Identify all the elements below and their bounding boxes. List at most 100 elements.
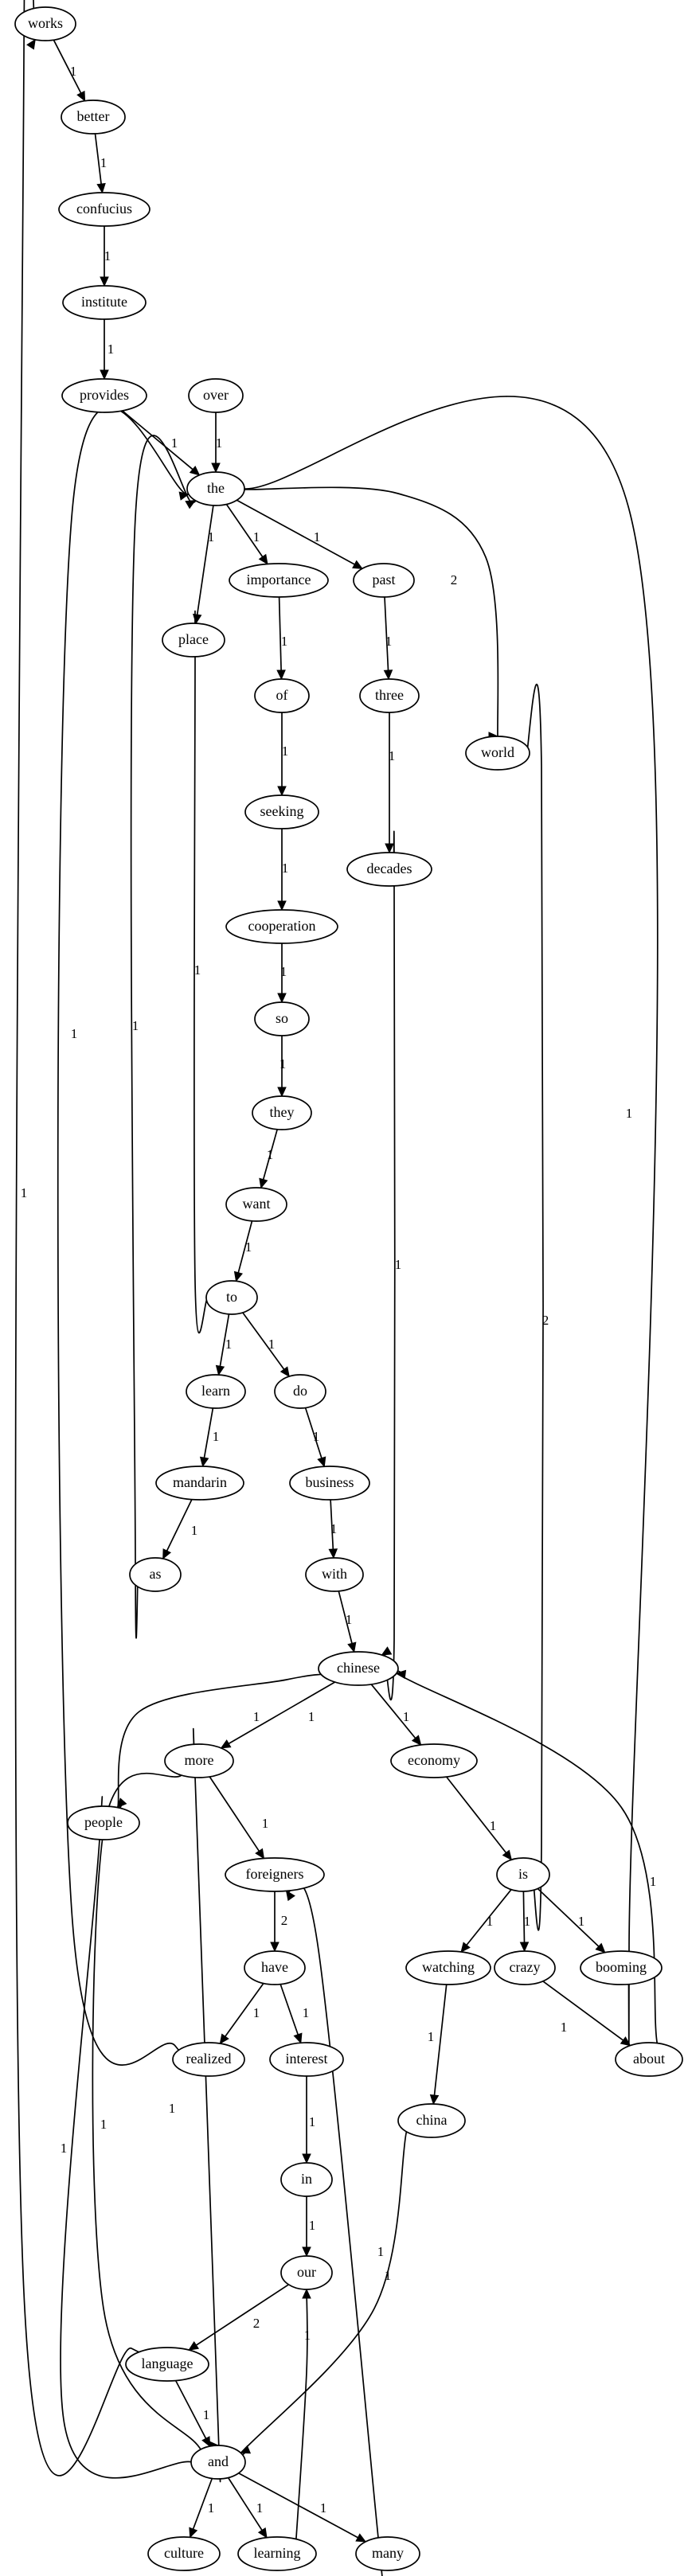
arrowhead-icon bbox=[211, 463, 221, 474]
arrowhead-icon bbox=[26, 38, 36, 50]
node-label: foreigners bbox=[246, 1866, 304, 1882]
edge-weight-label: 2 bbox=[253, 2316, 260, 2331]
node-ellipse bbox=[280, 2162, 333, 2197]
node-label: and bbox=[208, 2453, 229, 2469]
node-ellipse bbox=[305, 1557, 364, 1592]
edge-is-to-booming: 1 bbox=[537, 1887, 606, 1953]
edge-weight-label: 1 bbox=[171, 435, 178, 451]
node-ellipse bbox=[244, 1950, 306, 1985]
node-label: our bbox=[297, 2264, 316, 2280]
edge-works-to-better: 1 bbox=[53, 39, 86, 102]
node-label: works bbox=[28, 15, 63, 31]
node-learn: learn bbox=[186, 1374, 246, 1409]
arrowhead-icon bbox=[233, 1270, 243, 1282]
node-ellipse bbox=[280, 2255, 333, 2290]
node-ellipse bbox=[172, 2042, 245, 2077]
edge-line bbox=[466, 1889, 512, 1946]
node-over: over bbox=[188, 378, 244, 413]
node-chinese: chinese bbox=[318, 1651, 399, 1686]
node-label: more bbox=[185, 1752, 214, 1768]
edge-economy-to-is: 1 bbox=[446, 1776, 513, 1861]
edge-foreigners-to-have: 2 bbox=[270, 1891, 287, 1953]
node-crazy: crazy bbox=[494, 1950, 556, 1985]
edge-with-to-chinese: 1 bbox=[338, 1590, 357, 1653]
edge-interest-to-in: 1 bbox=[302, 2076, 316, 2164]
node-ellipse bbox=[353, 563, 415, 598]
node-label: importance bbox=[247, 572, 311, 587]
edge-of-to-seeking: 1 bbox=[277, 712, 288, 797]
arrowhead-icon bbox=[270, 1942, 280, 1953]
node-label: decades bbox=[367, 861, 412, 876]
edge-confucius-to-institute: 1 bbox=[100, 226, 111, 287]
edge-three-to-decades: 1 bbox=[385, 712, 395, 854]
arrowhead-icon bbox=[162, 1548, 172, 1560]
node-our: our bbox=[280, 2255, 333, 2290]
edge-line bbox=[338, 1590, 353, 1644]
node-label: people bbox=[84, 1814, 123, 1830]
node-about: about bbox=[615, 2042, 683, 2077]
edge-line bbox=[174, 2380, 207, 2439]
arrowhead-icon bbox=[199, 1456, 209, 1468]
node-label: provides bbox=[80, 387, 129, 403]
edge-line bbox=[370, 1684, 416, 1739]
edge-over-to-the: 1 bbox=[211, 412, 223, 474]
edge-weight-label: 1 bbox=[282, 861, 289, 876]
edge-weight-label: 1 bbox=[253, 529, 260, 544]
node-economy: economy bbox=[390, 1743, 478, 1778]
arrowhead-icon bbox=[220, 1739, 232, 1749]
edge-line bbox=[228, 1681, 336, 1745]
arrowhead-icon bbox=[277, 786, 287, 797]
edge-weight-label: 1 bbox=[490, 1818, 497, 1833]
node-ellipse bbox=[62, 285, 147, 320]
node-ellipse bbox=[274, 1374, 326, 1409]
node-of: of bbox=[254, 678, 310, 713]
arrowhead-icon bbox=[240, 2445, 252, 2454]
node-label: world bbox=[481, 744, 514, 760]
edge-weight-label: 1 bbox=[561, 2020, 568, 2035]
node-label: the bbox=[207, 480, 225, 496]
edge-weight-label: 1 bbox=[194, 962, 201, 978]
node-is: is bbox=[496, 1857, 550, 1892]
edge-line bbox=[522, 1891, 526, 1943]
node-ellipse bbox=[346, 852, 432, 887]
edge-weight-label: 1 bbox=[313, 1429, 320, 1444]
node-label: place bbox=[178, 631, 209, 647]
arrowhead-icon bbox=[347, 1641, 357, 1653]
node-ellipse bbox=[252, 1095, 312, 1130]
node-ellipse bbox=[58, 192, 150, 227]
node-label: better bbox=[77, 108, 110, 124]
node-label: in bbox=[301, 2171, 312, 2187]
edge-line bbox=[262, 1129, 279, 1180]
edge-line bbox=[57, 406, 196, 2067]
edge-weight-label: 1 bbox=[216, 435, 223, 451]
node-learning: learning bbox=[237, 2536, 317, 2571]
edge-the-to-place: 1 bbox=[193, 505, 214, 625]
edge-weight-label: 1 bbox=[385, 2268, 392, 2283]
arrowhead-icon bbox=[100, 369, 109, 381]
arrowhead-icon bbox=[277, 900, 287, 911]
edge-weight-label: 1 bbox=[650, 1874, 657, 1889]
node-ellipse bbox=[494, 1950, 556, 1985]
edge-and-to-culture: 1 bbox=[189, 2478, 214, 2539]
edge-line bbox=[166, 1499, 193, 1551]
node-and: and bbox=[190, 2445, 246, 2480]
node-label: many bbox=[372, 2545, 404, 2561]
node-label: do bbox=[293, 1383, 307, 1399]
node-in: in bbox=[280, 2162, 333, 2197]
node-label: they bbox=[270, 1104, 295, 1120]
edge-weight-label: 1 bbox=[225, 1337, 233, 1352]
node-ellipse bbox=[61, 378, 147, 413]
node-label: crazy bbox=[510, 1959, 541, 1975]
edge-weight-label: 1 bbox=[578, 1914, 585, 1929]
edge-weight-label: 1 bbox=[280, 964, 287, 979]
edge-weight-label: 1 bbox=[309, 2114, 316, 2129]
edge-cooperation-to-so: 1 bbox=[277, 943, 287, 1004]
node-label: past bbox=[373, 572, 396, 587]
edge-to-to-learn: 1 bbox=[215, 1313, 233, 1376]
arrowhead-icon bbox=[285, 1890, 295, 1902]
node-past: past bbox=[353, 563, 415, 598]
arrowhead-icon bbox=[201, 2436, 211, 2448]
edge-chinese-to-more: 1 bbox=[220, 1681, 336, 1749]
node-ellipse bbox=[225, 1857, 325, 1892]
